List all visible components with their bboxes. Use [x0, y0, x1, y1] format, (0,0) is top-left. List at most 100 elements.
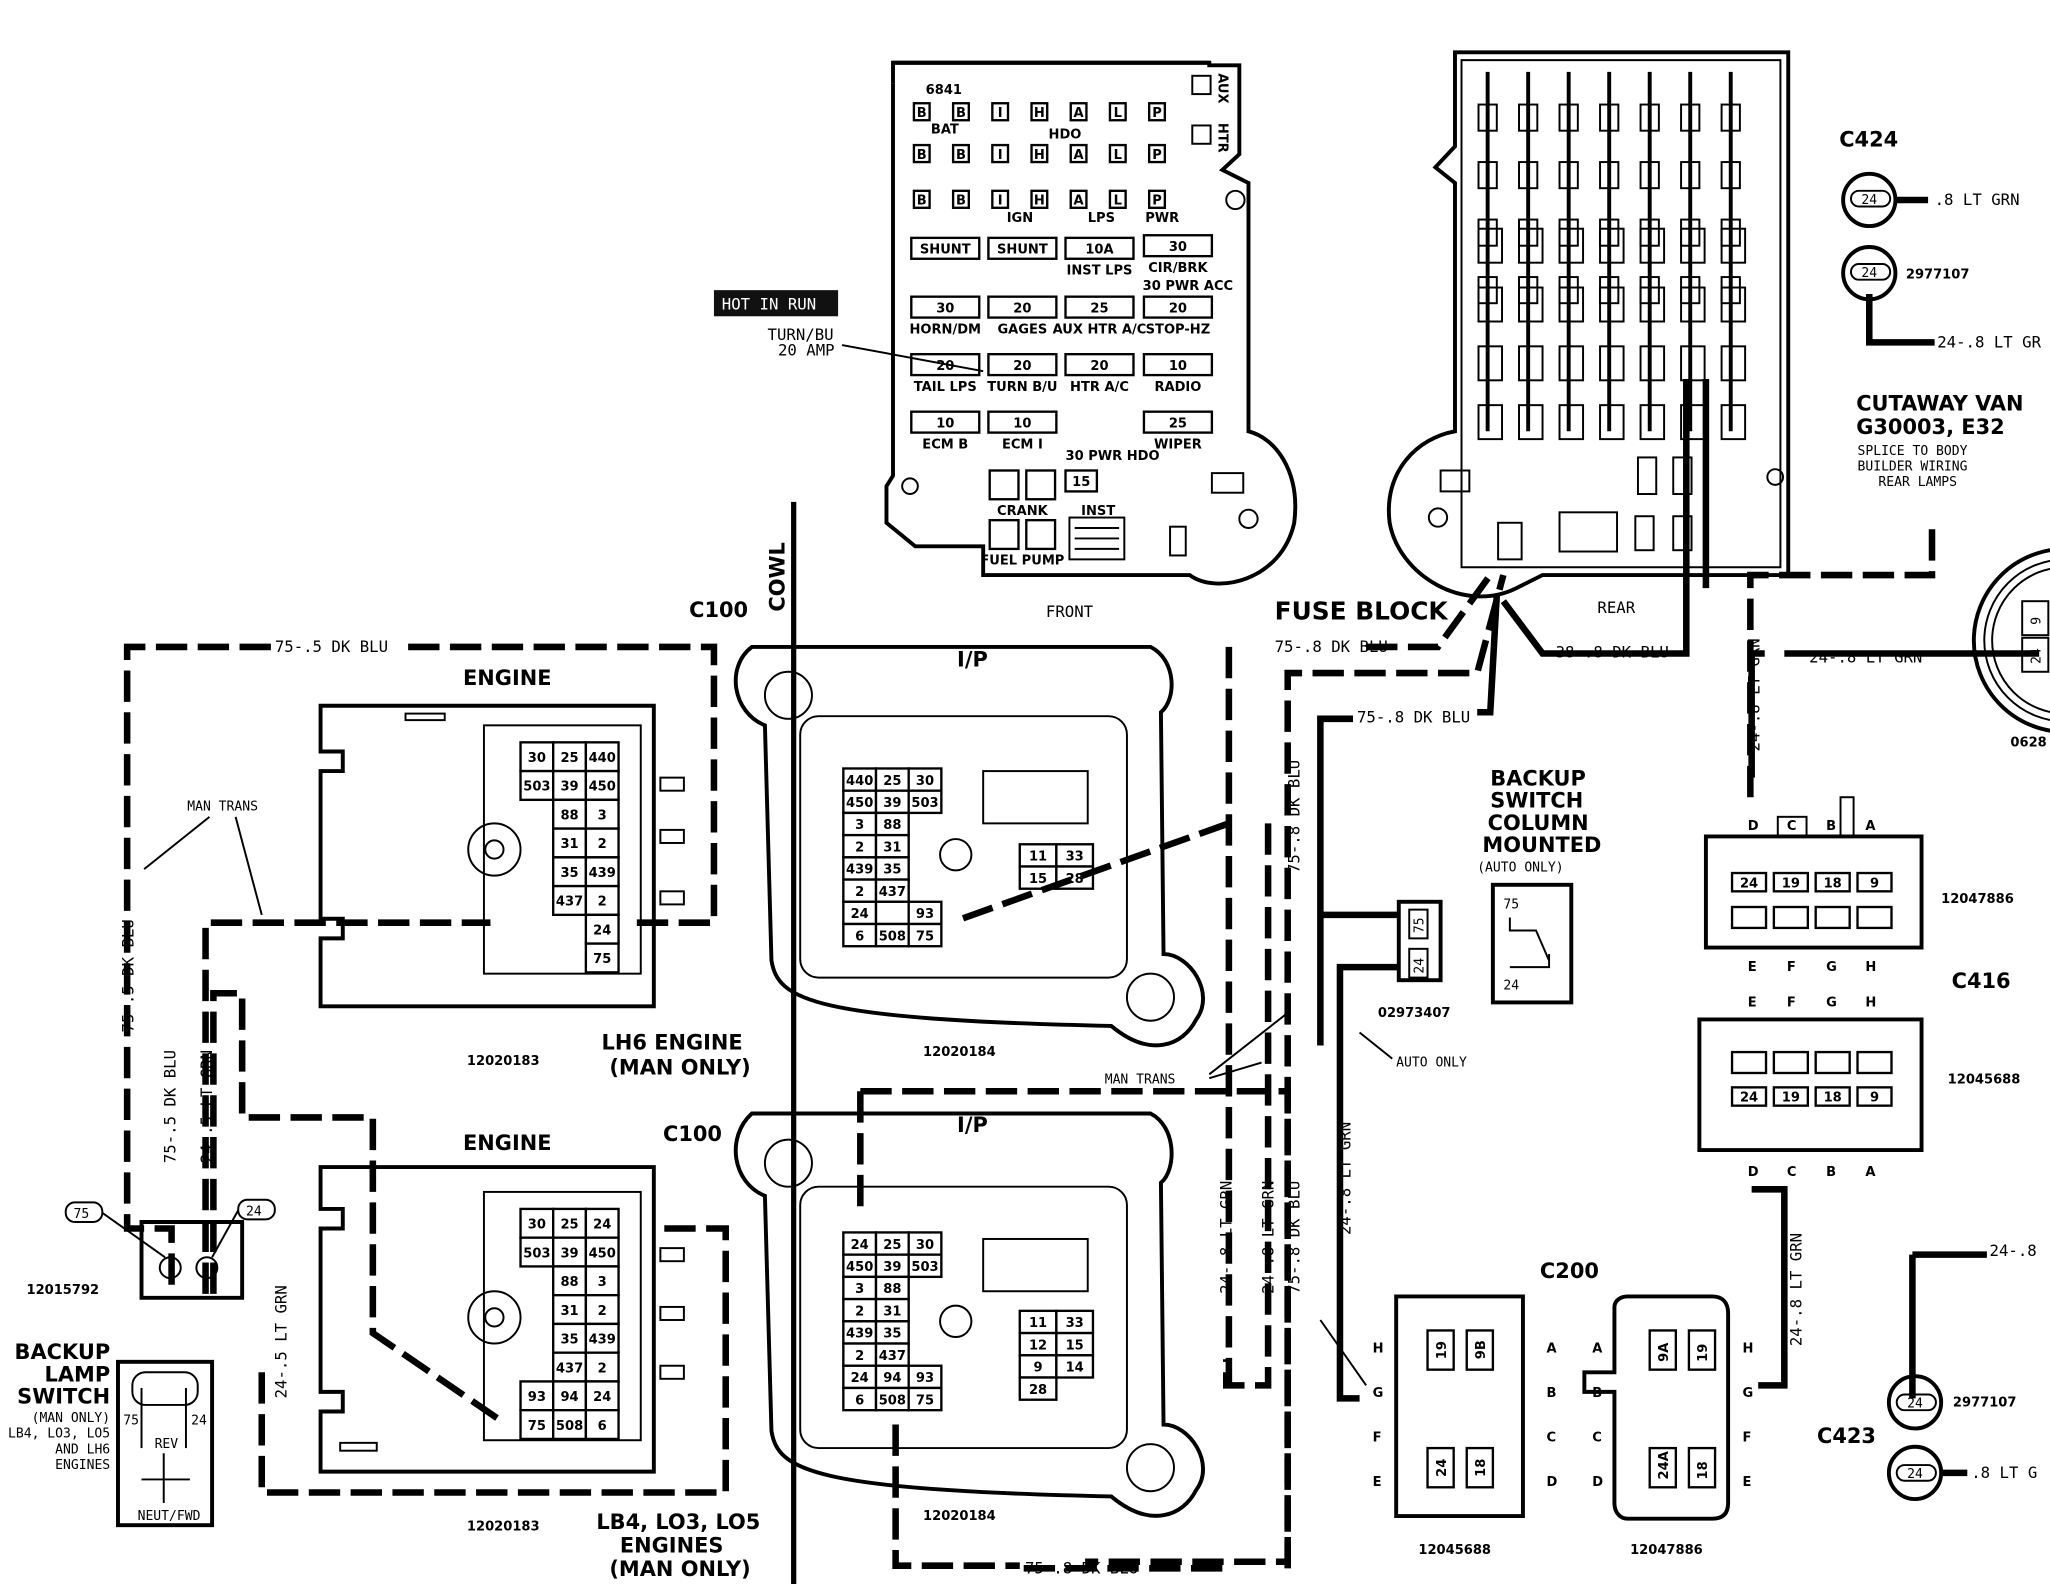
- engine-top-part: 12020183: [467, 1054, 540, 1069]
- relay-2-5: [1108, 189, 1127, 209]
- engine_bottom-pin-1-2-label: 450: [589, 1246, 616, 1261]
- c416-top-pin-2-label: 18: [1824, 876, 1842, 891]
- ip_top-pin-7-1-label: 508: [879, 929, 906, 944]
- relay-1-4-label: A: [1074, 148, 1085, 163]
- c416-bottom-pin-2-label: 18: [1824, 1091, 1842, 1106]
- fuse-10: [1064, 353, 1135, 377]
- backup-column-5: (AUTO ONLY): [1477, 861, 1563, 876]
- relay-0-0-label: B: [917, 106, 927, 121]
- engine_top-pin-1-2-label: 450: [589, 780, 616, 795]
- relay-2-3: [1030, 189, 1049, 209]
- backup-column-4: MOUNTED: [1482, 833, 1601, 857]
- relay-1-5: [1108, 143, 1127, 164]
- c424-label: C424: [1839, 127, 1898, 151]
- fuse-2: [1064, 236, 1135, 260]
- rear-fuse-slot: [1639, 227, 1666, 264]
- engine_top-pin-2-1-label: 3: [598, 808, 607, 823]
- engine_bottom-pin-6-2: [584, 1380, 620, 1412]
- cutaway-5: REAR LAMPS: [1878, 475, 1957, 490]
- c200-left-pin-label: 24: [1435, 1459, 1450, 1477]
- ip_bottom-pin-7-2-label: 75: [916, 1393, 934, 1408]
- relay-1-3-label: H: [1034, 148, 1045, 163]
- relay-2-0: [912, 189, 931, 209]
- fuse-5-label: 20: [1013, 301, 1031, 316]
- ip_bottom_side-5-label: 14: [1066, 1361, 1084, 1376]
- ip-top-part: 12020184: [923, 1045, 996, 1060]
- fuse-12-label: 10: [936, 416, 954, 431]
- fuse-label-7: STOP-HZ: [1146, 322, 1211, 337]
- ip_top-pin-2-0-label: 3: [855, 818, 864, 833]
- rear-fuse-slot: [1518, 404, 1544, 441]
- backup-lamp-7: ENGINES: [55, 1458, 110, 1473]
- callout-line-2: 20 AMP: [778, 340, 835, 359]
- ip_top-pin-1-2: [907, 789, 943, 815]
- c416-letter: A: [1865, 1165, 1876, 1180]
- c416-bottom-pin-1-label: 19: [1782, 1091, 1800, 1106]
- c416-bottom-pin-3: [1856, 1086, 1893, 1107]
- c416-label: C416: [1952, 969, 2011, 993]
- engine_bottom-pin-5-1-label: 2: [598, 1361, 607, 1376]
- relay-0-6-label: P: [1152, 106, 1162, 121]
- fuse-11: [1142, 353, 1214, 377]
- c416-letter: B: [1826, 819, 1836, 834]
- fuse-13: [987, 410, 1058, 434]
- column-switch-75: 75: [1503, 897, 1519, 912]
- fuse-2-label: 10A: [1085, 243, 1114, 258]
- rear-terminal: [1639, 103, 1660, 132]
- fuse-label-3: CIR/BRK: [1148, 261, 1208, 276]
- relay-2-6: [1147, 189, 1167, 209]
- c416-top-pin-1: [1772, 871, 1810, 893]
- fuse-7: [1142, 295, 1214, 319]
- engine_top-pin-4-1: [584, 856, 620, 888]
- c416-top-pin-3-label: 9: [1870, 876, 1879, 891]
- engine_top-pin-1-1: [552, 769, 588, 802]
- ip_bottom-pin-0-1-label: 25: [883, 1238, 901, 1253]
- fuse-label-2: INST LPS: [1067, 263, 1133, 278]
- engine_bottom-pin-1-0-label: 503: [523, 1246, 550, 1261]
- fuse-0: [910, 236, 981, 260]
- backup-column-2: SWITCH: [1490, 789, 1583, 813]
- relay-2-1-label: B: [956, 194, 966, 209]
- rear-fuse-slot: [1639, 404, 1666, 441]
- ip_bottom-pin-6-2-label: 93: [916, 1371, 934, 1386]
- ip_top-pin-0-0-label: 440: [846, 774, 873, 789]
- rear-terminal: [1599, 161, 1620, 190]
- c200-letter: F: [1743, 1431, 1752, 1446]
- fuse-6: [1064, 295, 1135, 319]
- ip_top-pin-5-1-label: 437: [879, 885, 906, 900]
- c416-bottom-pin-2: [1814, 1086, 1851, 1107]
- rear-terminal: [1518, 161, 1539, 190]
- round-part: 0628: [2010, 735, 2046, 750]
- c200-left-pin-3: [1465, 1446, 1495, 1489]
- ip_top-pin-1-1-label: 39: [883, 796, 901, 811]
- fuse-label-14: 30 PWR HDO: [1066, 449, 1160, 464]
- c423-label: C423: [1817, 1424, 1876, 1448]
- engine_top-pin-7-0: [584, 942, 620, 974]
- rear-fuse-slot: [1639, 286, 1666, 323]
- c200-letter: H: [1743, 1342, 1754, 1357]
- backup-lamp-2: LAMP: [45, 1362, 111, 1386]
- c200-letter: A: [1546, 1342, 1557, 1357]
- rear-fuse-slot: [1558, 345, 1585, 382]
- c416-top-pin-2: [1814, 871, 1851, 893]
- c200-letter: C: [1592, 1431, 1602, 1446]
- c200-right-pin-1: [1687, 1329, 1717, 1371]
- engine_top-pin-4-0-label: 35: [560, 866, 578, 881]
- engine_bottom-pin-2-1-label: 3: [598, 1275, 607, 1290]
- ip_top-pin-4-1-label: 35: [883, 863, 901, 878]
- lamp-switch-pin-75: 75: [123, 1414, 139, 1429]
- relay-0-2-label: I: [998, 106, 1003, 121]
- hot-in-run-badge: [713, 290, 839, 317]
- c416-letter: D: [1748, 1165, 1759, 1180]
- lamp-switch-part: 12015792: [27, 1283, 100, 1298]
- relay-0-2: [991, 102, 1010, 122]
- cowl-label: COWL: [766, 542, 790, 612]
- ip_top-pin-6-0-label: 24: [851, 907, 869, 922]
- relay-0-6: [1147, 102, 1167, 122]
- backup-lamp-4: (MAN ONLY): [32, 1411, 111, 1426]
- column-switch-24: 24: [1503, 978, 1519, 993]
- rear-fuse-slot: [1558, 286, 1585, 323]
- ip_bottom-pin-0-0-label: 24: [851, 1238, 869, 1253]
